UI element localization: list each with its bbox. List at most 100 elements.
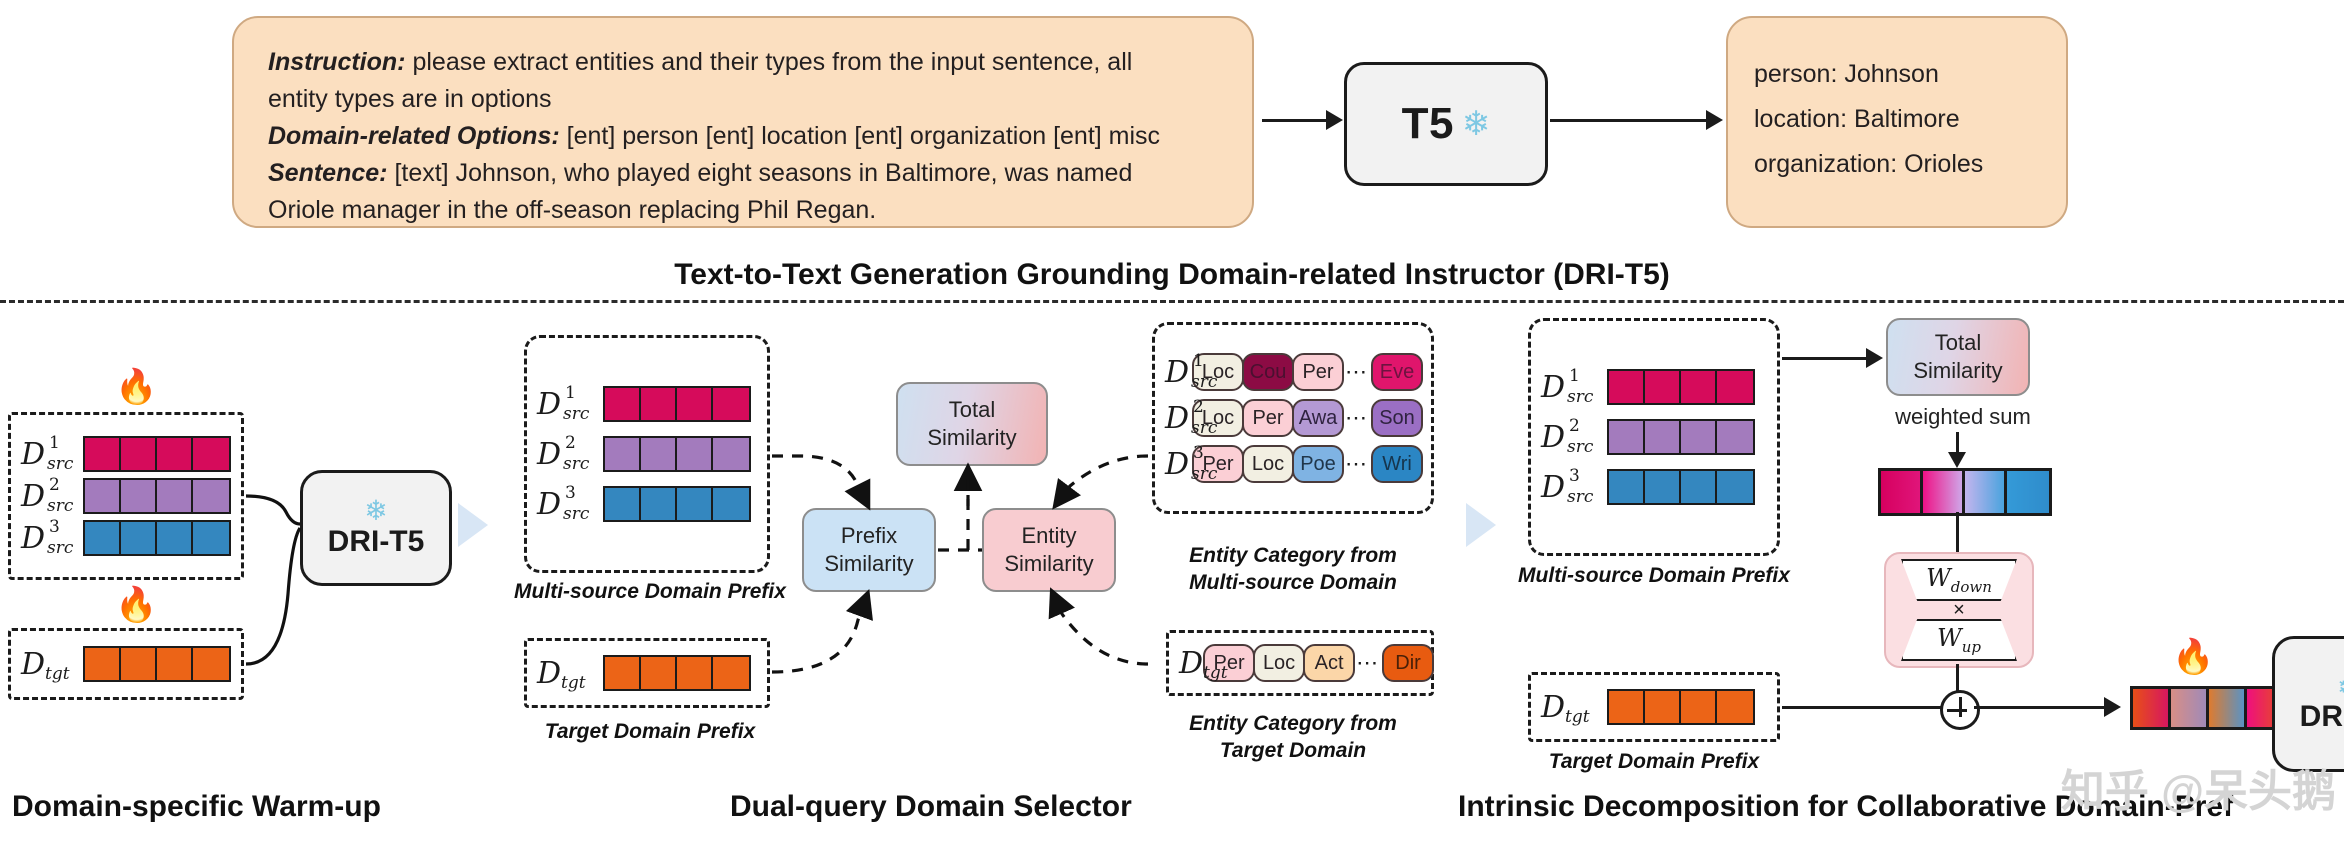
sentence-label: Sentence: (268, 159, 388, 187)
top-section-caption: Text-to-Text Generation Grounding Domain… (674, 258, 1670, 291)
arrow-head-t5-to-output (1706, 110, 1723, 130)
p3-dri-t5-box: ❄ DRI-T5 (2272, 636, 2344, 772)
entity-chip-last: Son (1371, 399, 1423, 437)
instruction-line-1: Instruction: please extract entities and… (268, 44, 1218, 81)
entity-source-caption-l2: Multi-source Domain (1189, 571, 1397, 594)
p1-to-p2-arrow (458, 503, 488, 547)
arrow-head-weighted-sum (1948, 452, 1966, 468)
instruction-box: Instruction: please extract entities and… (232, 16, 1254, 228)
t5-label: T5 (1401, 99, 1454, 148)
p3-multi-source-caption: Multi-source Domain Prefix (1518, 564, 1790, 587)
entity-target-caption: Entity Category from Target Domain (1152, 710, 1434, 764)
flame-icon-p3: 🔥 (2172, 638, 2215, 676)
p3-total-sim-line1: Total (1934, 330, 1982, 355)
entity-sim-line1: Entity (1021, 523, 1077, 548)
entity-chip: Per (1192, 445, 1244, 483)
entity-chip: Awa (1292, 399, 1344, 437)
entity-chip-last: Dir (1382, 644, 1435, 682)
entity-ellipsis: ⋯ (1345, 359, 1368, 384)
entity-similarity-box: Entity Similarity (982, 508, 1116, 592)
entity-sim-line2: Similarity (1004, 551, 1094, 576)
entity-target-caption-l2: Target Domain (1219, 739, 1367, 762)
panel3-caption: Intrinsic Decomposition for Collaborativ… (1458, 790, 2234, 823)
collaborative-prefix-bar (2130, 686, 2288, 730)
w-up-label: Wup (1937, 624, 1981, 656)
entity-chip: Poe (1292, 445, 1344, 483)
entity-chip: Per (1292, 353, 1344, 391)
p3-snowflake-icon: ❄ (2337, 674, 2344, 700)
p1-src-cells-1 (83, 436, 231, 472)
output-box: person: Johnson location: Baltimore orga… (1726, 16, 2068, 228)
instruction-line-2: entity types are in options (268, 85, 552, 113)
instruction-label: Instruction: (268, 48, 406, 76)
p2-to-p3-arrow (1466, 503, 1496, 547)
weighted-sum-bar (1878, 468, 2052, 516)
p3-model-label: DRI-T5 (2299, 700, 2344, 733)
entity-chip-last: Eve (1371, 353, 1423, 391)
instruction-line-5: Oriole manager in the off-season replaci… (268, 196, 877, 224)
w-down-trapezoid: Wdown (1901, 559, 2017, 601)
times-symbol: × (1953, 599, 1965, 621)
entity-chip: Act (1303, 644, 1356, 682)
p3-total-sim-line2: Similarity (1913, 358, 2003, 383)
output-line-location: location: Baltimore (1754, 105, 1960, 133)
w-up-trapezoid: Wup (1901, 619, 2017, 661)
instruction-line-3: Domain-related Options: [ent] person [en… (268, 118, 1218, 155)
line-plus-to-output (1974, 706, 2104, 709)
output-line-person: person: Johnson (1754, 60, 1939, 88)
p1-dri-t5-box: ❄ DRI-T5 (300, 470, 452, 586)
watermark: 知乎 @呆头鹅 (2060, 767, 2336, 816)
entity-chip: Loc (1242, 445, 1294, 483)
line-bar-to-w (1956, 512, 1959, 556)
snowflake-icon: ❄ (1461, 105, 1491, 143)
p3-tgt-cells (1607, 689, 1755, 725)
arrow-src-to-total-sim (1782, 357, 1866, 360)
section-divider (0, 300, 2344, 303)
p1-model-label: DRI-T5 (327, 525, 425, 558)
p1-tgt-cells (83, 646, 231, 682)
p2-multi-source-caption: Multi-source Domain Prefix (514, 580, 786, 603)
p2-src-cells-2 (603, 436, 751, 472)
instruction-text-4: [text] Johnson, who played eight seasons… (394, 159, 1133, 187)
flame-icon-src-p1: 🔥 (115, 368, 158, 406)
p2-target-caption: Target Domain Prefix (544, 720, 756, 743)
arrow-head-src-to-total-sim (1866, 348, 1883, 368)
p2-src-cells-3 (603, 486, 751, 522)
entity-chip: Per (1242, 399, 1294, 437)
p2-tgt-cells (603, 655, 751, 691)
arrow-input-to-t5 (1262, 119, 1326, 122)
total-sim-line1: Total (948, 397, 996, 422)
flame-icon-tgt-p1: 🔥 (115, 586, 158, 624)
p3-total-similarity-box: Total Similarity (1886, 318, 2030, 396)
w-down-label: Wdown (1926, 564, 1992, 596)
total-similarity-box: Total Similarity (896, 382, 1048, 466)
dashed-link-sims (938, 474, 982, 552)
panel1-caption: Domain-specific Warm-up (12, 790, 381, 823)
entity-target-caption-l1: Entity Category from (1189, 712, 1397, 735)
entity-ellipsis: ⋯ (1356, 650, 1380, 675)
